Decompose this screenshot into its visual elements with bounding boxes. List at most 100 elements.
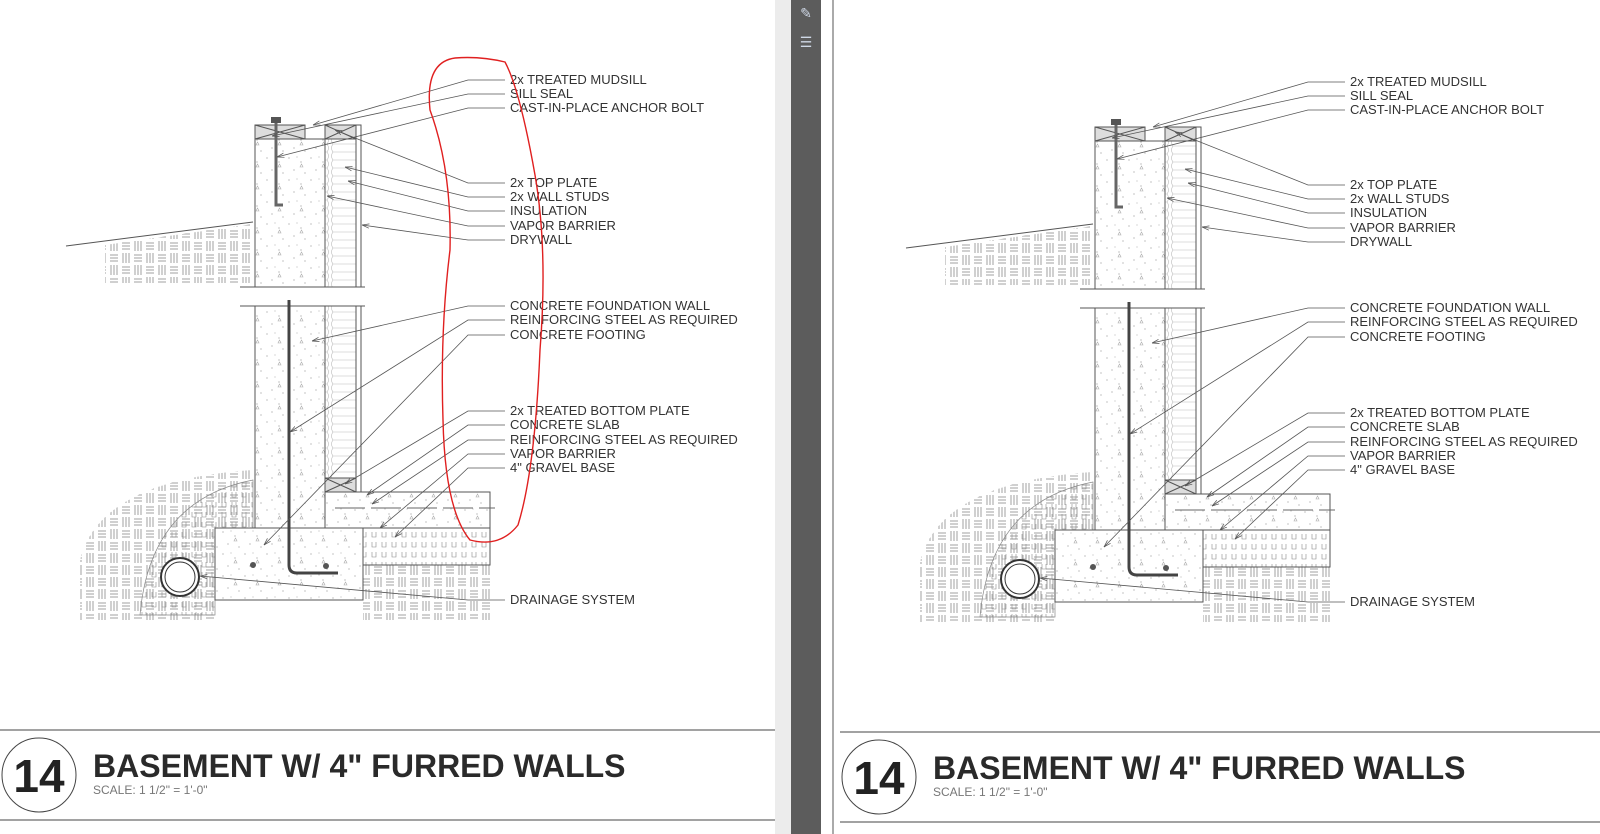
callout-leader: [1112, 95, 1345, 138]
detail-title: BASEMENT W/ 4" FURRED WALLS: [93, 748, 626, 784]
callout-leader: [1104, 336, 1345, 547]
callout-leader: [312, 305, 505, 341]
footing-rebar: [1163, 565, 1169, 571]
callout-leader: [264, 334, 505, 545]
callout-leader: [1130, 321, 1345, 434]
drywall-upper: [1195, 126, 1202, 290]
callout-leader: [1188, 183, 1345, 214]
callout-label: REINFORCING STEEL AS REQUIRED: [1350, 434, 1578, 449]
red-markup-annotation: [428, 56, 544, 543]
callout-label: REINFORCING STEEL AS REQUIRED: [510, 432, 738, 447]
callout-leader: [1202, 227, 1345, 243]
callout-leader: [335, 130, 505, 184]
anchor-bolt: [274, 120, 283, 207]
earth-hatch-under-slab: [363, 565, 490, 620]
callout-label: CONCRETE FOUNDATION WALL: [510, 298, 710, 313]
callout-leader: [200, 576, 505, 601]
foundation-wall-upper: [1094, 140, 1166, 290]
mudsill-cross: [254, 124, 306, 140]
callout-label: 2x TREATED MUDSILL: [1350, 74, 1487, 89]
callout-leader: [1235, 469, 1345, 539]
detail-title: BASEMENT W/ 4" FURRED WALLS: [933, 750, 1466, 786]
footing-rebar: [1090, 564, 1096, 570]
callout-label: SILL SEAL: [1350, 88, 1413, 103]
callout-label: 2x TREATED MUDSILL: [510, 72, 647, 87]
callout-label: 2x WALL STUDS: [1350, 191, 1450, 206]
callout-label: CONCRETE SLAB: [510, 417, 620, 432]
callout-label: CAST-IN-PLACE ANCHOR BOLT: [510, 100, 704, 115]
callout-label: SILL SEAL: [510, 86, 573, 101]
vertical-rebar: [1127, 302, 1178, 577]
gravel-base: [362, 527, 491, 566]
callout-leader: [1153, 81, 1345, 127]
callout-leader: [395, 467, 505, 537]
detail-number-circle: [841, 739, 917, 815]
drain-pipe-inner: [1004, 563, 1036, 595]
callout-leader: [1185, 169, 1345, 200]
callout-label: INSULATION: [1350, 205, 1427, 220]
comment-pen-icon[interactable]: ✎: [800, 5, 812, 21]
callout-label: DRAINAGE SYSTEM: [510, 592, 635, 607]
callout-label: CAST-IN-PLACE ANCHOR BOLT: [1350, 102, 1544, 117]
anchor-nut: [271, 117, 281, 123]
callout-label: 2x WALL STUDS: [510, 189, 610, 204]
detail-scale: SCALE: 1 1/2" = 1'-0": [933, 785, 1048, 799]
earth-hatch-upper: [945, 226, 1093, 285]
anchor-bolt: [1114, 122, 1123, 209]
callout-leader: [345, 167, 505, 198]
drywall-lower: [355, 305, 362, 493]
callout-label: 4" GRAVEL BASE: [1350, 462, 1455, 477]
callout-leader: [380, 453, 505, 528]
callout-leader: [1220, 455, 1345, 530]
detail-number-circle: [1, 737, 77, 813]
gravel-base: [1202, 529, 1331, 568]
foundation-wall-upper: [254, 138, 326, 288]
callout-label: DRYWALL: [510, 232, 572, 247]
callout-label: VAPOR BARRIER: [510, 446, 616, 461]
callout-label: VAPOR BARRIER: [1350, 448, 1456, 463]
callout-leader: [1152, 307, 1345, 343]
callout-label: VAPOR BARRIER: [1350, 220, 1456, 235]
callout-label: REINFORCING STEEL AS REQUIRED: [1350, 314, 1578, 329]
tree-outline-icon[interactable]: ☰: [799, 34, 813, 50]
callout-leader: [290, 319, 505, 432]
drywall-lower: [1195, 307, 1202, 495]
callout-label: 4" GRAVEL BASE: [510, 460, 615, 475]
callout-leader: [348, 181, 505, 212]
footing-rebar: [250, 562, 256, 568]
detail-number: 14: [13, 750, 65, 802]
callout-leader: [1207, 426, 1345, 497]
callout-leader: [313, 79, 505, 125]
callout-label: REINFORCING STEEL AS REQUIRED: [510, 312, 738, 327]
earth-hatch-upper: [105, 224, 253, 283]
callout-leader: [1167, 198, 1345, 229]
concrete-slab: [324, 491, 491, 529]
drywall-upper: [355, 124, 362, 288]
callout-label: 2x TOP PLATE: [1350, 177, 1438, 192]
callout-leader: [277, 107, 505, 157]
callout-leader: [367, 424, 505, 495]
footing-rebar: [323, 563, 329, 569]
detail-number: 14: [853, 752, 905, 804]
mudsill-cross: [1094, 126, 1146, 142]
callout-leader: [345, 410, 505, 484]
grade-line: [65, 221, 254, 247]
callout-leader: [1212, 441, 1345, 506]
callout-label: 2x TREATED BOTTOM PLATE: [510, 403, 690, 418]
callout-leader: [272, 93, 505, 136]
callout-leader: [1185, 412, 1345, 486]
callout-label: CONCRETE FOUNDATION WALL: [1350, 300, 1550, 315]
callout-label: DRAINAGE SYSTEM: [1350, 594, 1475, 609]
callout-leader: [1175, 132, 1345, 186]
callout-label: CONCRETE FOOTING: [1350, 329, 1486, 344]
anchor-nut: [1111, 119, 1121, 125]
callout-leader: [362, 225, 505, 241]
page-scroll-gutter[interactable]: [775, 0, 791, 834]
callout-label: CONCRETE FOOTING: [510, 327, 646, 342]
callout-label: INSULATION: [510, 203, 587, 218]
drain-pipe-inner: [164, 561, 196, 593]
vertical-rebar: [287, 300, 338, 575]
